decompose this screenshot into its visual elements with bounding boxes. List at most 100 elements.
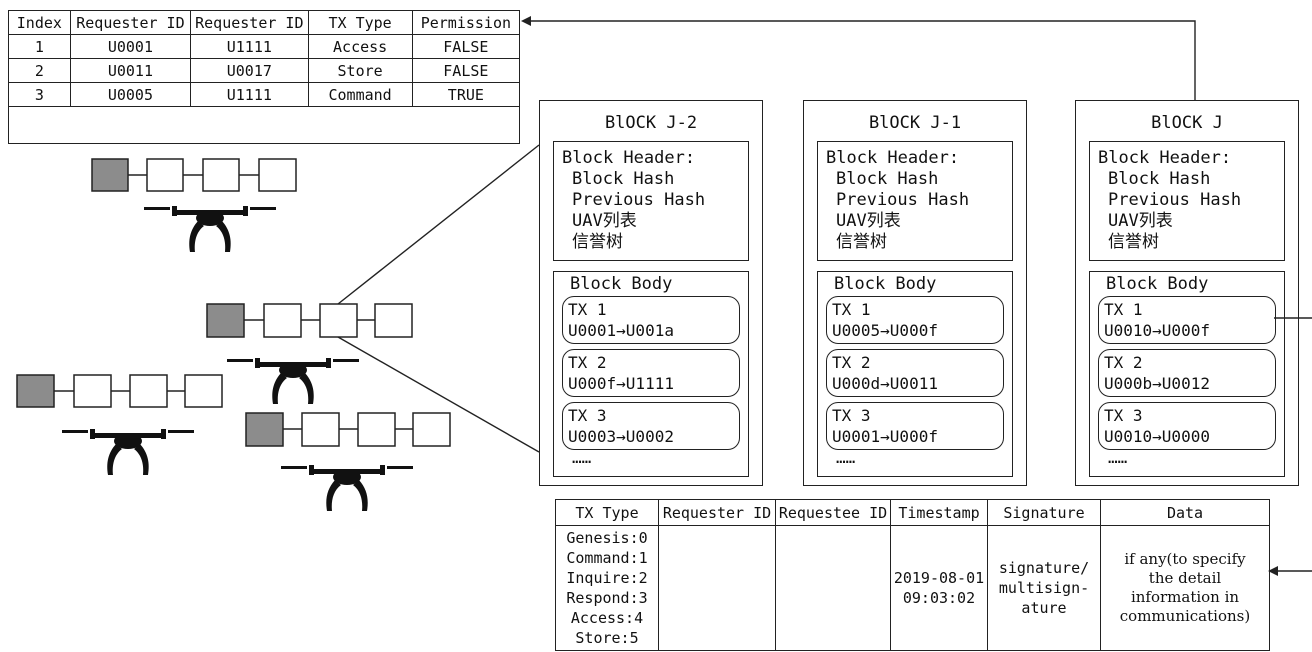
header-item-reputation-tree: 信誉树 (1098, 232, 1284, 253)
header-item-uav-list: UAV列表 (562, 211, 748, 232)
block-title: BlOCK J-2 (540, 113, 762, 133)
col-header-requester-id: Requester ID (70, 11, 190, 35)
header-item-uav-list: UAV列表 (826, 211, 1012, 232)
chain-block (264, 304, 301, 337)
tx-table-header-row: TX Type Requester ID Requestee ID Timest… (556, 500, 1269, 526)
col-header-data: Data (1101, 500, 1270, 526)
cell-requester-id: U0001 (70, 35, 190, 59)
tx-name: TX 3 (568, 405, 739, 426)
header-item-previous-hash: Previous Hash (562, 190, 748, 211)
chain-block (130, 375, 167, 407)
chain-block (185, 375, 222, 407)
header-item-block-hash: Block Hash (1098, 169, 1284, 190)
zoom-line-bottom (338, 337, 539, 452)
arrow-to-tx-table (1268, 566, 1312, 576)
block-body: Block Body TX 1 U0005→U000f TX 2 U000d→U… (817, 271, 1013, 477)
drone-icon (281, 465, 413, 511)
uav-chain (17, 375, 222, 407)
header-item-previous-hash: Previous Hash (1098, 190, 1284, 211)
permission-table-header-row: Index Requester ID Requester ID TX Type … (9, 11, 519, 35)
tx-flow: U0001→U000f (832, 426, 1003, 447)
block-header-label: Block Header: (826, 148, 1012, 169)
tx-item: TX 1 U0005→U000f (826, 296, 1004, 344)
permission-table: Index Requester ID Requester ID TX Type … (8, 10, 520, 144)
cell-index: 3 (9, 83, 70, 107)
tx-structure-table: TX Type Requester ID Requestee ID Timest… (555, 499, 1270, 651)
cell-requestee-id (776, 526, 891, 650)
cell-requester-id: U0011 (70, 59, 190, 83)
tx-name: TX 1 (1104, 299, 1275, 320)
block-title: BlOCK J (1076, 113, 1298, 133)
tx-item: TX 1 U0010→U000f (1098, 296, 1276, 344)
block-body-label: Block Body (570, 274, 672, 294)
block-body: Block Body TX 1 U0010→U000f TX 2 U000b→U… (1089, 271, 1285, 477)
tx-name: TX 3 (832, 405, 1003, 426)
col-header-requester-id: Requester ID (659, 500, 776, 526)
cell-requester-id-2: U1111 (191, 35, 308, 59)
chain-block (147, 159, 183, 191)
tx-name: TX 2 (568, 352, 739, 373)
cell-permission: FALSE (412, 59, 519, 83)
tx-type-genesis: Genesis:0 (556, 528, 658, 548)
tx-type-inquire: Inquire:2 (556, 568, 658, 588)
more-ellipsis: …… (572, 448, 591, 467)
chain-block (302, 413, 339, 446)
cell-tx-type: Store (308, 59, 412, 83)
tx-name: TX 3 (1104, 405, 1275, 426)
cell-requester-id-2: U1111 (191, 83, 308, 107)
tx-flow: U000d→U0011 (832, 373, 1003, 394)
block-body-label: Block Body (834, 274, 936, 294)
more-ellipsis: …… (1108, 448, 1127, 467)
header-item-uav-list: UAV列表 (1098, 211, 1284, 232)
chain-head-block (92, 159, 128, 191)
tx-item: TX 2 U000d→U0011 (826, 349, 1004, 397)
tx-flow: U0001→U001a (568, 320, 739, 341)
block-j-minus-1: BlOCK J-1 Block Header: Block Hash Previ… (803, 100, 1027, 486)
data-line-2: the detail (1101, 569, 1269, 588)
cell-permission: TRUE (412, 83, 519, 107)
tx-name: TX 2 (832, 352, 1003, 373)
data-line-3: information in (1101, 588, 1269, 607)
cell-requester-id: U0005 (70, 83, 190, 107)
table-row: Genesis:0 Command:1 Inquire:2 Respond:3 … (556, 526, 1269, 650)
data-line-4: communications) (1101, 607, 1269, 626)
tx-flow: U0010→U000f (1104, 320, 1275, 341)
col-header-requester-id-2: Requester ID (191, 11, 308, 35)
signature-line-1: signature/ (988, 558, 1100, 578)
block-header-label: Block Header: (562, 148, 748, 169)
header-item-block-hash: Block Hash (562, 169, 748, 190)
block-j: BlOCK J Block Header: Block Hash Previou… (1075, 100, 1299, 486)
zoom-line-top (338, 145, 539, 304)
timestamp-time: 09:03:02 (891, 588, 987, 608)
signature-line-2: multisign- (988, 578, 1100, 598)
cell-tx-types: Genesis:0 Command:1 Inquire:2 Respond:3 … (556, 526, 659, 650)
table-row: 3 U0005 U1111 Command TRUE (9, 83, 519, 107)
tx-flow: U000f→U1111 (568, 373, 739, 394)
uav-chain (246, 413, 450, 446)
tx-item: TX 3 U0001→U000f (826, 402, 1004, 450)
tx-name: TX 2 (1104, 352, 1275, 373)
tx-flow: U0005→U000f (832, 320, 1003, 341)
chain-block (358, 413, 395, 446)
col-header-signature: Signature (988, 500, 1101, 526)
tx-item: TX 2 U000f→U1111 (562, 349, 740, 397)
tx-flow: U000b→U0012 (1104, 373, 1275, 394)
cell-index: 2 (9, 59, 70, 83)
chain-block (320, 304, 357, 337)
block-header-label: Block Header: (1098, 148, 1284, 169)
more-ellipsis: …… (836, 448, 855, 467)
chain-block (375, 304, 412, 337)
chain-head-block (207, 304, 244, 337)
block-body-label: Block Body (1106, 274, 1208, 294)
cell-signature: signature/ multisign- ature (988, 526, 1101, 650)
tx-name: TX 1 (568, 299, 739, 320)
chain-head-block (246, 413, 283, 446)
chain-head-block (17, 375, 54, 407)
tx-item: TX 1 U0001→U001a (562, 296, 740, 344)
header-item-previous-hash: Previous Hash (826, 190, 1012, 211)
uav-chain (92, 159, 296, 191)
header-item-reputation-tree: 信誉树 (562, 232, 748, 253)
tx-type-command: Command:1 (556, 548, 658, 568)
tx-item: TX 3 U0003→U0002 (562, 402, 740, 450)
block-header: Block Header: Block Hash Previous Hash U… (817, 141, 1013, 261)
